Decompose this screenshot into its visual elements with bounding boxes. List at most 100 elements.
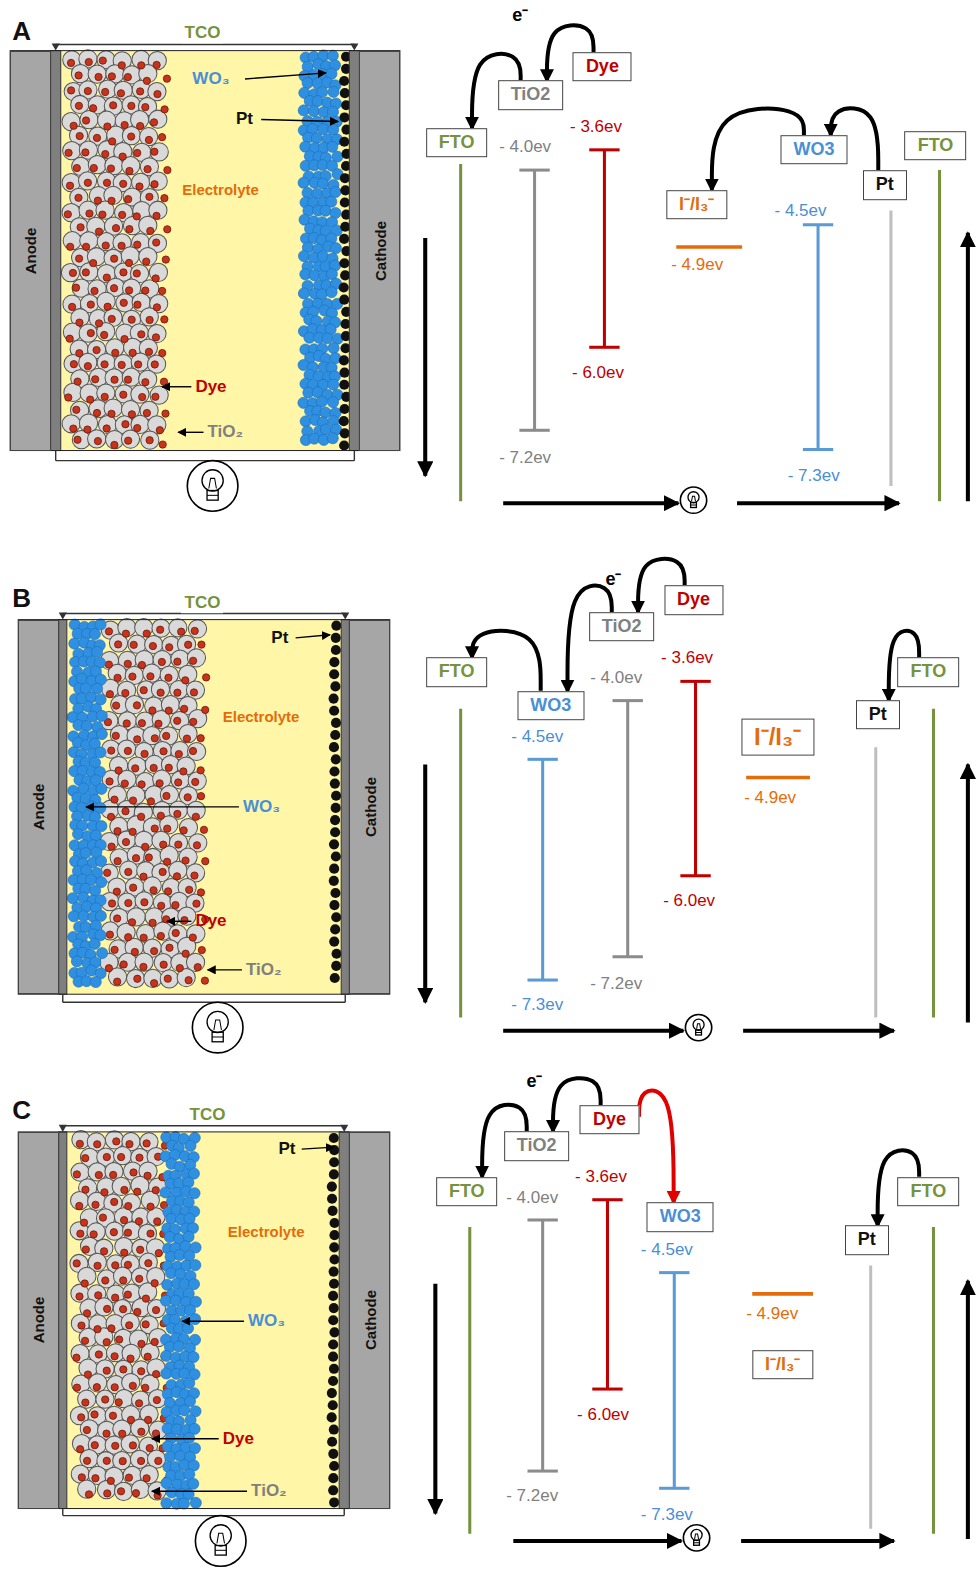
pt-particle xyxy=(331,851,341,861)
illustration-group xyxy=(10,44,968,1567)
node-text: TiO2 xyxy=(602,616,642,636)
pt-particle xyxy=(339,380,349,390)
dye-molecule xyxy=(145,1260,152,1267)
energy-box: TiO2 xyxy=(504,1131,570,1161)
light-bulb-icon xyxy=(187,461,238,512)
dye-molecule xyxy=(80,1219,87,1226)
energy-level-value: - 4.9ev xyxy=(671,255,723,275)
wo3-particle xyxy=(90,976,101,987)
dye-molecule xyxy=(155,1249,162,1256)
pt-particle xyxy=(327,1437,337,1447)
dye-molecule xyxy=(142,379,149,386)
dye-molecule xyxy=(173,873,180,880)
wo3-particle xyxy=(327,397,338,408)
electrode-band: Anode xyxy=(10,51,50,451)
dye-molecule xyxy=(94,1262,101,1269)
dye-molecule xyxy=(141,899,148,906)
dye-molecule xyxy=(82,117,89,124)
leader-arrow xyxy=(245,73,326,79)
pt-particle xyxy=(339,137,349,147)
circuit-wire xyxy=(63,1515,344,1516)
dye-molecule xyxy=(134,736,141,743)
dye-molecule xyxy=(178,628,185,635)
dye-molecule xyxy=(150,887,157,894)
current-arrow xyxy=(966,1281,970,1539)
dye-molecule xyxy=(136,183,143,190)
dye-molecule xyxy=(108,747,115,754)
tio2-particle xyxy=(127,786,145,804)
dye-molecule xyxy=(166,644,173,651)
dye-molecule xyxy=(165,674,172,681)
leader-arrow xyxy=(261,119,338,121)
wo3-particle xyxy=(89,628,100,639)
pt-particle xyxy=(339,295,349,305)
dye-molecule xyxy=(141,750,148,757)
dye-molecule xyxy=(153,239,160,246)
tio2-particle xyxy=(64,383,82,401)
wo3-particle xyxy=(170,1295,181,1306)
circuit-arrow xyxy=(741,1539,894,1543)
pt-particle xyxy=(339,258,349,268)
dye-molecule xyxy=(83,1426,90,1433)
pt-particle xyxy=(328,1400,338,1410)
electrode-line xyxy=(869,1266,872,1529)
dye-molecule xyxy=(163,75,170,82)
dye-molecule xyxy=(105,661,112,668)
dye-molecule xyxy=(140,687,147,694)
panel-letter: A xyxy=(12,17,31,47)
dye-molecule xyxy=(102,88,109,95)
dye-molecule xyxy=(109,138,116,145)
illustration-part xyxy=(214,1020,222,1030)
wo3-particle xyxy=(327,433,338,444)
dye-molecule xyxy=(74,378,81,385)
dye-molecule xyxy=(135,1400,142,1407)
dye-molecule xyxy=(128,411,135,418)
redox-level xyxy=(746,776,810,780)
dye-molecule xyxy=(143,1475,150,1482)
dye-molecule xyxy=(138,720,145,727)
dye-molecule xyxy=(128,133,135,140)
dye-molecule xyxy=(120,299,127,306)
dye-molecule xyxy=(91,1442,98,1449)
dye-molecule xyxy=(81,1280,88,1287)
dye-molecule xyxy=(132,855,139,862)
pt-particle xyxy=(329,742,339,752)
dye-molecule xyxy=(174,810,181,817)
dye-molecule xyxy=(146,1444,153,1451)
wo3-particle xyxy=(95,747,106,758)
dye-molecule xyxy=(162,256,169,263)
dye-molecule xyxy=(138,331,145,338)
dye-molecule xyxy=(147,1230,154,1237)
dye-molecule xyxy=(94,1326,101,1333)
dye-molecule xyxy=(107,165,114,172)
dye-molecule xyxy=(122,808,129,815)
dye-molecule xyxy=(197,767,204,774)
dye-molecule xyxy=(153,304,160,311)
dye-molecule xyxy=(124,1229,131,1236)
dye-molecule xyxy=(151,735,158,742)
dye-molecule xyxy=(147,1203,154,1210)
dye-molecule xyxy=(86,210,93,217)
dye-molecule xyxy=(77,224,84,231)
wo3-particle xyxy=(188,1478,199,1489)
dye-molecule xyxy=(136,1154,143,1161)
dye-molecule xyxy=(109,1412,116,1419)
dye-molecule xyxy=(121,1186,128,1193)
dye-molecule xyxy=(103,1367,110,1374)
wo3-particle xyxy=(68,911,79,922)
dye-molecule xyxy=(67,243,74,250)
dye-molecule xyxy=(84,426,91,433)
pt-particle xyxy=(329,839,339,849)
node-text: Dye xyxy=(677,590,710,610)
part-label: Electrolyte xyxy=(223,708,300,725)
dye-molecule xyxy=(191,627,198,634)
dye-molecule xyxy=(74,436,81,443)
pt-particle xyxy=(330,973,340,983)
dye-molecule xyxy=(104,1490,111,1497)
dye-molecule xyxy=(164,226,171,233)
tio2-particle xyxy=(131,1480,149,1498)
tio2-particle xyxy=(120,861,138,879)
tio2-particle xyxy=(141,431,159,449)
dye-molecule xyxy=(125,934,132,941)
